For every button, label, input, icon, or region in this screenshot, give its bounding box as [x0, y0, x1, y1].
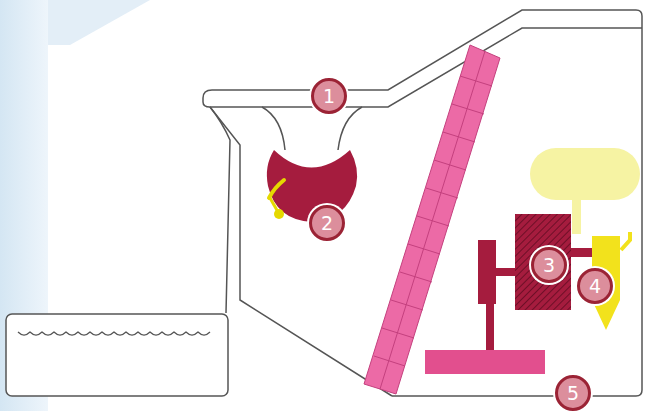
motor-body: [478, 240, 496, 304]
gear-shaft: [571, 248, 593, 257]
background-corner: [48, 0, 150, 45]
flap: [269, 180, 284, 198]
gear-box: [515, 214, 571, 310]
callout-number: 3: [531, 247, 567, 283]
motor-shaft: [496, 268, 516, 276]
grinder-arm: [621, 232, 630, 250]
rim-outline: [203, 28, 642, 107]
motor-stem: [486, 300, 494, 350]
motor-base: [425, 350, 545, 374]
flap-arm: [270, 198, 278, 212]
funnel-line: [262, 107, 285, 150]
callout-number: 4: [577, 268, 613, 304]
funnel-line: [338, 107, 362, 150]
inner-wall: [210, 107, 392, 396]
callout-number: 5: [555, 375, 591, 411]
water-tray: [6, 314, 228, 396]
callout-number: 2: [309, 205, 345, 241]
tank: [530, 148, 640, 200]
brick-wall: [364, 45, 500, 394]
callout-number: 1: [311, 78, 347, 114]
water-surface: [18, 332, 210, 335]
front-wall: [210, 107, 230, 313]
body-outline: [212, 10, 642, 396]
tank-pipe: [572, 200, 581, 234]
